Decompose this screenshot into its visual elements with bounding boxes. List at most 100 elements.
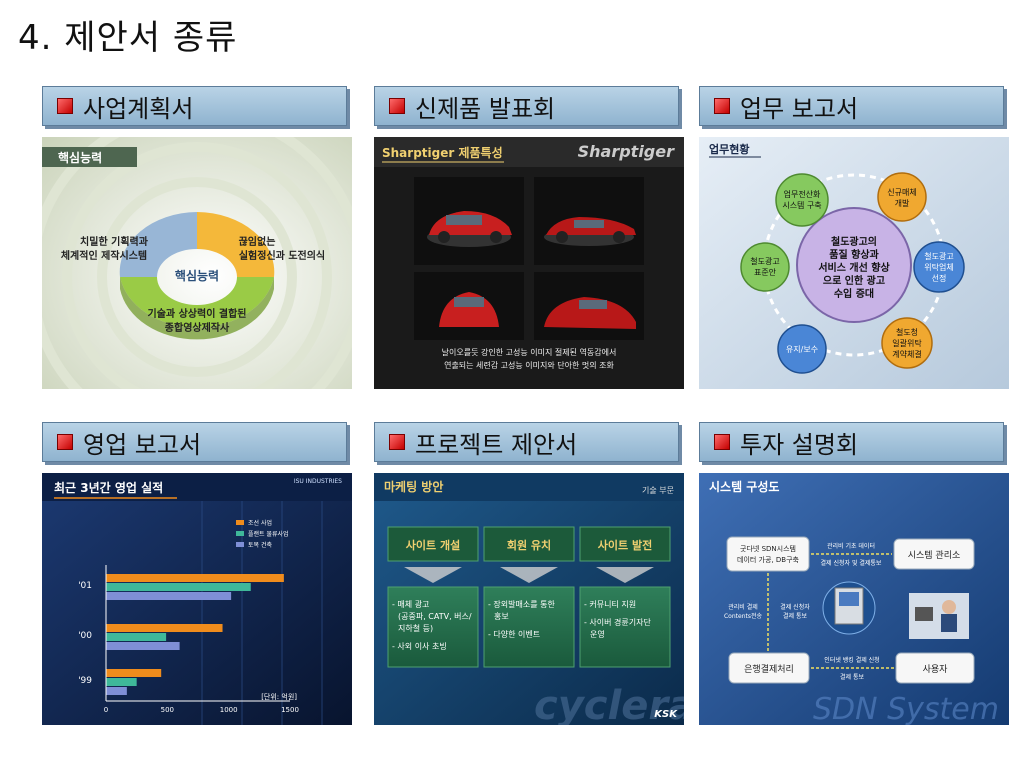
card-header-investor-briefing: 투자 설명회 bbox=[699, 422, 1004, 462]
legend-label: 토목 건축 bbox=[248, 541, 272, 549]
legend-swatch bbox=[236, 542, 244, 547]
x-tick-label: 1000 bbox=[220, 706, 238, 714]
legend-swatch bbox=[236, 520, 244, 525]
donut-center-label: 핵심능력 bbox=[175, 268, 219, 283]
svg-text:사이트 발전: 사이트 발전 bbox=[598, 538, 652, 552]
column-item: 지하철 등) bbox=[398, 623, 433, 633]
orbit-node-label: 업무전산화 bbox=[784, 189, 821, 199]
diagram-box-label: 데이터 가공, DB구축 bbox=[737, 555, 800, 564]
card-header-label: 영업 보고서 bbox=[83, 430, 202, 459]
orbit-node-label: 철도청 bbox=[896, 327, 918, 337]
diagram-box bbox=[893, 538, 975, 570]
orbit-node bbox=[881, 317, 933, 369]
product-logo: Sharptiger bbox=[578, 142, 675, 161]
orbit-node bbox=[777, 324, 827, 374]
orbit-node bbox=[775, 173, 829, 227]
bar bbox=[106, 624, 223, 632]
x-tick-label: 500 bbox=[161, 706, 174, 714]
car-photo bbox=[414, 272, 524, 340]
column-item: 홍보 bbox=[494, 611, 509, 621]
bullet-square-icon bbox=[714, 98, 730, 114]
slide-thumbnail-investor-briefing: 시스템 구성도 SDN System 굿다넷 SDN시스템 데이터 가공, DB… bbox=[699, 473, 1009, 725]
orbit-node bbox=[877, 172, 927, 222]
watermark: cyclerace bbox=[534, 683, 684, 725]
bullet-square-icon bbox=[389, 98, 405, 114]
panel-heading: 마케팅 방안 bbox=[384, 479, 443, 494]
orbit-node-label: 선정 bbox=[932, 273, 947, 283]
user-at-computer-icon bbox=[909, 593, 969, 639]
bullet-square-icon bbox=[389, 434, 405, 450]
panel-subheading: 기술 부문 bbox=[642, 485, 674, 495]
diagram-box-label: 은행결제처리 bbox=[744, 663, 794, 675]
donut-left-label-line: 체계적인 제작시스템 bbox=[61, 249, 147, 262]
bullet-square-icon bbox=[714, 434, 730, 450]
caption-line: 날이오를듯 강인한 고성능 이미지 절제된 역동감에서 bbox=[442, 347, 617, 357]
diagram-box-label: 굿다넷 SDN시스템 bbox=[740, 544, 796, 553]
column-header: 사이트 개설 bbox=[387, 526, 479, 562]
column-item: - 사외 이사 초빙 bbox=[392, 641, 447, 651]
column-item: 운영 bbox=[590, 629, 605, 639]
svg-text:사이트 개설: 사이트 개설 bbox=[406, 538, 460, 552]
bar bbox=[106, 687, 127, 695]
column-item: - 매체 광고 bbox=[392, 599, 429, 609]
card-header-project-proposal: 프로젝트 제안서 bbox=[374, 422, 679, 462]
card-header-business-plan: 사업계획서 bbox=[42, 86, 347, 126]
center-node-line: 철도광고의 bbox=[831, 235, 877, 248]
card-header-label: 투자 설명회 bbox=[740, 430, 859, 459]
unit-label: [단위: 억원] bbox=[261, 692, 297, 701]
column-header: 회원 유치 bbox=[483, 526, 575, 562]
card-header-label: 프로젝트 제안서 bbox=[415, 430, 578, 459]
bar bbox=[106, 633, 167, 641]
card-header-product-launch: 신제품 발표회 bbox=[374, 86, 679, 126]
brand-logo: KSK bbox=[654, 709, 678, 720]
center-node-line: 서비스 개선 향상 bbox=[818, 261, 890, 274]
arrow-label: 결제 통보 bbox=[840, 673, 864, 681]
chevron-down-icon bbox=[500, 567, 558, 583]
legend-label: 조선 사업 bbox=[248, 519, 272, 527]
slide-thumbnail-work-report: 업무현황 철도광고의 품질 향상과 서비스 개선 향상 으로 인한 광고 수입 … bbox=[699, 137, 1009, 389]
center-node-line: 품질 향상과 bbox=[829, 248, 879, 261]
bar bbox=[106, 574, 284, 582]
car-photo bbox=[534, 272, 644, 340]
center-node-line: 수입 증대 bbox=[834, 287, 874, 300]
card-header-label: 사업계획서 bbox=[83, 94, 194, 123]
diagram-box bbox=[895, 652, 975, 684]
car-photo bbox=[534, 177, 644, 265]
brand-label: ISU INDUSTRIES bbox=[294, 478, 342, 485]
column-item: - 장외발매소를 통한 bbox=[488, 599, 555, 609]
legend-label: 플랜트 물류사업 bbox=[248, 530, 289, 538]
donut-right-label-line: 실험정신과 도전의식 bbox=[239, 249, 325, 262]
slide-thumbnail-project-proposal: 마케팅 방안 기술 부문 사이트 개설 회원 유치 사이트 발전 - 매체 광고… bbox=[374, 473, 684, 725]
orbit-node-label: 일괄위탁 bbox=[892, 338, 922, 348]
watermark: SDN System bbox=[813, 692, 999, 725]
car-photo bbox=[414, 177, 524, 265]
orbit-node bbox=[740, 242, 790, 292]
column-item: - 사이버 경륜기자단 bbox=[584, 617, 651, 627]
panel-heading: 업무현황 bbox=[709, 142, 749, 156]
donut-segment bbox=[119, 212, 197, 277]
panel-heading: 시스템 구성도 bbox=[709, 479, 779, 494]
arrow-label: Contents전송 bbox=[724, 612, 763, 620]
arrow-label: 인터넷 뱅킹 결제 신청 bbox=[824, 656, 879, 664]
donut-segment bbox=[197, 212, 275, 277]
orbit-node-label: 철도광고 bbox=[924, 251, 953, 261]
column-header: 사이트 발전 bbox=[579, 526, 671, 562]
arrow-label: 결제 통보 bbox=[783, 612, 807, 620]
server-icon bbox=[822, 581, 876, 635]
caption-line: 연출되는 세련감 고성능 이미지와 단아한 멋의 조화 bbox=[444, 360, 614, 370]
diagram-box-label: 사용자 bbox=[923, 664, 949, 675]
category-label: '99 bbox=[78, 676, 92, 686]
x-tick-label: 0 bbox=[104, 706, 108, 714]
category-label: '01 bbox=[78, 581, 92, 591]
slide-thumbnail-business-plan: 핵심능력 핵심능력 치밀한 기획력과 체계적인 제작시스템 끊임없는 실험정신과… bbox=[42, 137, 352, 389]
diagram-box bbox=[726, 536, 810, 572]
bar bbox=[106, 669, 162, 677]
slide-thumbnail-product-launch: Sharptiger 제품특성 Sharptiger 날이오를듯 강인한 고성능… bbox=[374, 137, 684, 389]
page-title: 4. 제안서 종류 bbox=[18, 18, 238, 58]
card-header-work-report: 업무 보고서 bbox=[699, 86, 1004, 126]
orbit-node-label: 철도광고 bbox=[750, 256, 779, 266]
legend-swatch bbox=[236, 531, 244, 536]
orbit-node-label: 신규매체 bbox=[887, 187, 916, 197]
column-item: (공중파, CATV, 버스/ bbox=[398, 611, 472, 621]
